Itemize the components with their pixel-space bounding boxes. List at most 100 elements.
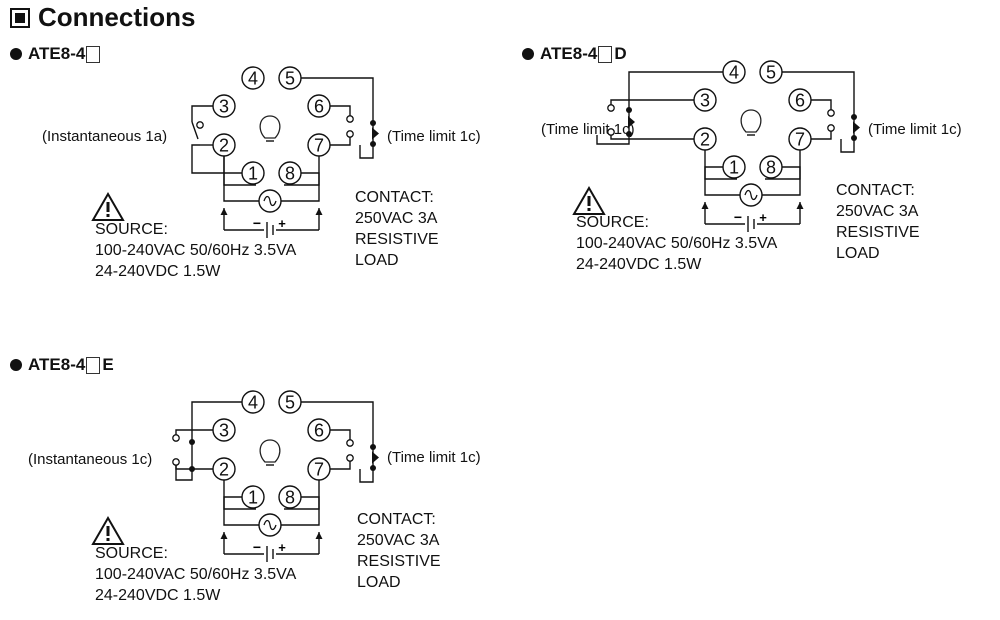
warning-mark: [106, 538, 110, 541]
pin-circle: [278, 161, 302, 185]
junction-dot: [189, 439, 195, 445]
contact-line: RESISTIVE: [357, 553, 441, 570]
section-title-text: Connections: [38, 2, 196, 32]
source-line: SOURCE:: [576, 214, 649, 231]
source-line: 24-240VDC 1.5W: [95, 587, 221, 604]
lamp-icon: [259, 115, 281, 139]
pin-circle: [788, 88, 812, 112]
switch-arrow-icon: [372, 127, 379, 140]
pin-number: 1: [729, 158, 739, 178]
open-terminal: [346, 115, 354, 123]
open-terminal: [346, 130, 354, 138]
switch-arrow-icon: [853, 121, 860, 134]
left-contact-label: (Instantaneous 1a): [42, 128, 168, 145]
open-terminal: [607, 128, 615, 136]
wire: [223, 509, 259, 526]
model-heading-ate8-4e: ATE8-4 E: [10, 355, 114, 375]
wire: [175, 429, 213, 435]
bullet-icon: [522, 48, 534, 60]
arrow-icon: [315, 532, 323, 539]
open-terminal: [827, 109, 835, 117]
wire: [704, 179, 740, 196]
pin-circle: [241, 66, 265, 90]
open-terminal: [607, 104, 615, 112]
pin-number: 8: [285, 164, 295, 184]
wire: [610, 99, 694, 105]
model-placeholder-box: [86, 45, 101, 63]
wire: [762, 179, 801, 196]
pin-circle: [788, 127, 812, 151]
pin-number: 7: [314, 460, 324, 480]
switch-arrow-icon: [372, 451, 379, 464]
wire: [330, 105, 351, 116]
pin-number: 6: [314, 421, 324, 441]
open-terminal: [346, 454, 354, 462]
model-suffix: E: [102, 355, 114, 374]
wire: [175, 465, 193, 481]
pin-number: 2: [219, 460, 229, 480]
source-line: 24-240VDC 1.5W: [576, 256, 702, 273]
pin-circle: [759, 155, 783, 179]
lamp-icon: [740, 109, 762, 133]
warning-mark: [587, 196, 591, 206]
model-placeholder-box: [86, 356, 101, 374]
wire: [281, 185, 320, 202]
junction-dot: [370, 444, 376, 450]
wire: [330, 429, 351, 440]
pin-circle: [693, 127, 717, 151]
pin-number: 4: [248, 393, 258, 413]
arrow-icon: [220, 208, 228, 215]
wire: [782, 71, 855, 117]
open-terminal: [827, 124, 835, 132]
dc-plus: +: [278, 216, 286, 231]
source-spec: SOURCE: 100-240VAC 50/60Hz 3.5VA 24-240V…: [95, 219, 296, 282]
model-prefix: ATE8-4: [28, 355, 86, 374]
contact-line: RESISTIVE: [355, 231, 439, 248]
contact-line: 250VAC 3A: [836, 203, 919, 220]
wire: [330, 461, 351, 470]
model-prefix: ATE8-4: [540, 44, 598, 63]
source-line: 100-240VAC 50/60Hz 3.5VA: [95, 242, 297, 259]
dc-minus: −: [734, 209, 742, 225]
wire: [191, 105, 213, 122]
contact-line: 250VAC 3A: [357, 532, 440, 549]
source-line: SOURCE:: [95, 545, 168, 562]
contact-line: 250VAC 3A: [355, 210, 438, 227]
pin-circle: [307, 133, 331, 157]
pin-number: 8: [766, 158, 776, 178]
pin-circle: [212, 94, 236, 118]
source-line: SOURCE:: [95, 221, 168, 238]
arrow-icon: [220, 532, 228, 539]
pin-number: 3: [219, 97, 229, 117]
pin-number: 4: [248, 69, 258, 89]
wire: [596, 134, 630, 145]
bullet-icon: [10, 359, 22, 371]
pin-circle: [241, 390, 265, 414]
dc-minus: −: [253, 539, 261, 555]
wire: [628, 71, 723, 112]
pin-number: 2: [219, 136, 229, 156]
wire: [223, 185, 259, 202]
warning-mark: [106, 214, 110, 217]
wire: [191, 401, 242, 442]
contact-line: CONTACT:: [355, 189, 434, 206]
pin-circle: [212, 418, 236, 442]
wire: [811, 99, 832, 110]
wire: [301, 401, 374, 447]
pin-number: 7: [795, 130, 805, 150]
right-contact-label: (Time limit 1c): [387, 128, 481, 145]
model-suffix: D: [614, 44, 627, 63]
pin-circle: [278, 485, 302, 509]
pin-circle: [278, 390, 302, 414]
switch-arrow-icon: [628, 116, 635, 128]
wire: [301, 77, 374, 123]
pin-number: 5: [285, 69, 295, 89]
pin-circle: [241, 485, 265, 509]
model-heading-ate8-4: ATE8-4: [10, 44, 102, 64]
pin-circle: [212, 133, 236, 157]
wire: [811, 131, 832, 140]
source-line: 100-240VAC 50/60Hz 3.5VA: [576, 235, 778, 252]
dc-plus: +: [278, 540, 286, 555]
